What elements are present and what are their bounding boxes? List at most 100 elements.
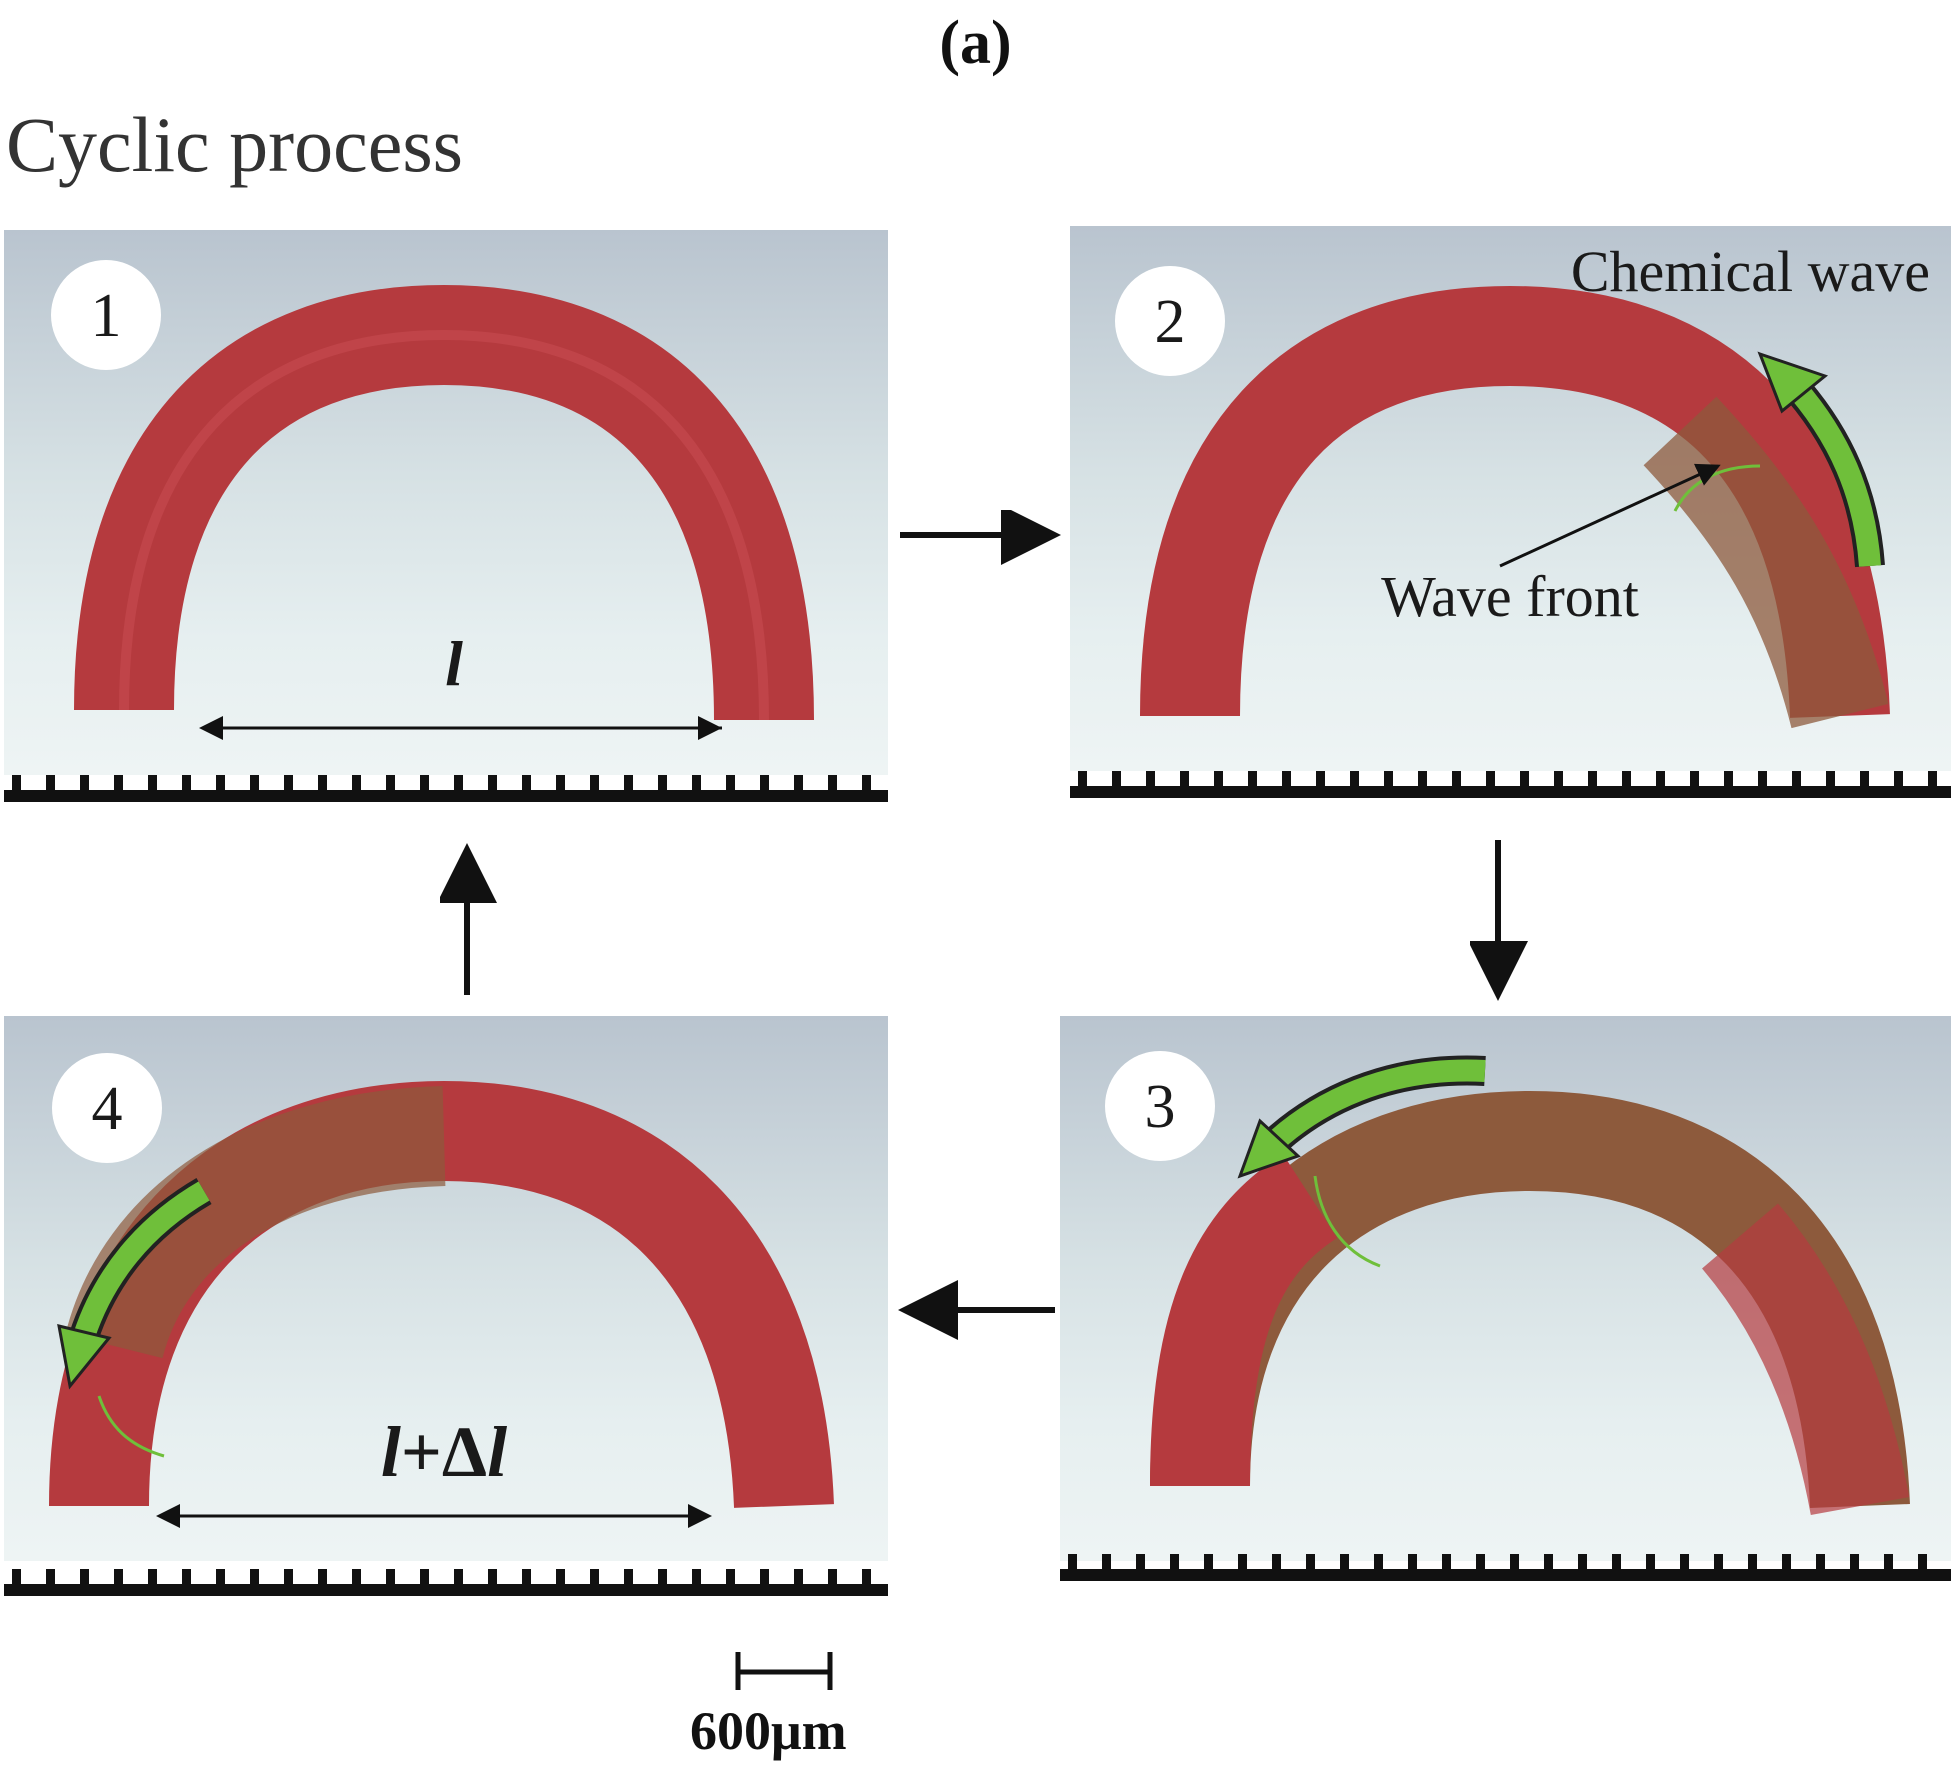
panel-2: 2 Chemical wave Wave front — [1070, 226, 1951, 818]
ruler-tick — [1306, 1554, 1315, 1569]
ruler — [1060, 1554, 1951, 1581]
ruler — [4, 775, 888, 802]
ruler-tick — [46, 1569, 55, 1584]
ruler-tick — [488, 775, 497, 790]
ruler-tick — [1282, 771, 1291, 786]
ruler-tick — [1418, 771, 1427, 786]
wave-front-line — [1313, 1175, 1381, 1268]
ruler-tick — [1656, 771, 1665, 786]
ruler-tick — [726, 1569, 735, 1584]
ruler-tick — [1894, 771, 1903, 786]
ruler-tick — [216, 1569, 225, 1584]
badge-3 — [1105, 1051, 1215, 1161]
ruler-tick — [624, 775, 633, 790]
ruler-tick — [1170, 1554, 1179, 1569]
ruler-tick — [250, 775, 259, 790]
badge-4-number: 4 — [92, 1075, 123, 1143]
ruler-tick — [1374, 1554, 1383, 1569]
ruler-tick — [1826, 771, 1835, 786]
ruler-tick — [1384, 771, 1393, 786]
ruler-tick — [1520, 771, 1529, 786]
ruler-tick — [12, 1569, 21, 1584]
ruler-tick — [1146, 771, 1155, 786]
ruler-tick — [1690, 771, 1699, 786]
ruler-tick — [862, 1569, 871, 1584]
wave-front-line — [97, 1395, 165, 1458]
ruler-tick — [1612, 1554, 1621, 1569]
ruler-tick — [182, 775, 191, 790]
ruler-tick — [862, 775, 871, 790]
ruler-tick — [692, 1569, 701, 1584]
ruler-tick — [794, 1569, 803, 1584]
ruler-tick — [1442, 1554, 1451, 1569]
ruler-tick — [454, 1569, 463, 1584]
ruler-tick — [1486, 771, 1495, 786]
ruler-tick — [522, 1569, 531, 1584]
ruler-tick — [1340, 1554, 1349, 1569]
ruler-tick — [1928, 771, 1937, 786]
ruler-tick — [1646, 1554, 1655, 1569]
gel-arch — [1150, 1153, 1338, 1487]
ruler-tick — [114, 1569, 123, 1584]
ruler-tick — [182, 1569, 191, 1584]
wave-front-pointer — [1499, 463, 1721, 568]
ruler-tick — [556, 775, 565, 790]
ruler-tick — [386, 775, 395, 790]
ruler-tick — [1680, 1554, 1689, 1569]
length-change-label: l+Δl — [381, 1412, 507, 1492]
ruler-tick — [1350, 771, 1359, 786]
ruler-tick — [1554, 771, 1563, 786]
scale-bar — [735, 1652, 833, 1690]
ruler — [1070, 771, 1951, 798]
badge-1 — [51, 260, 161, 370]
chemical-wave-label: Chemical wave — [1571, 239, 1930, 304]
ruler-tick — [1748, 1554, 1757, 1569]
ruler-tick — [1316, 771, 1325, 786]
ruler-tick — [1452, 771, 1461, 786]
ruler-tick — [46, 775, 55, 790]
ruler-tick — [1724, 771, 1733, 786]
ruler-tick — [624, 1569, 633, 1584]
ruler-tick — [658, 775, 667, 790]
ruler-tick — [1214, 771, 1223, 786]
flow-arrow-3-to-4 — [898, 1280, 1055, 1340]
ruler-tick — [1272, 1554, 1281, 1569]
wave-front-label: Wave front — [1381, 564, 1639, 629]
ruler-tick — [590, 1569, 599, 1584]
ruler-tick — [1714, 1554, 1723, 1569]
ruler-tick — [794, 775, 803, 790]
ruler-tick — [1136, 1554, 1145, 1569]
ruler-tick — [1816, 1554, 1825, 1569]
ruler-tick — [114, 775, 123, 790]
ruler-tick — [1588, 771, 1597, 786]
ruler-tick — [828, 775, 837, 790]
ruler-tick — [590, 775, 599, 790]
ruler-tick — [1622, 771, 1631, 786]
ruler-tick — [556, 1569, 565, 1584]
ruler-tick — [1102, 1554, 1111, 1569]
ruler-tick — [420, 1569, 429, 1584]
ruler — [4, 1569, 888, 1596]
ruler-tick — [760, 775, 769, 790]
badge-2 — [1115, 266, 1225, 376]
badge-1-number: 1 — [91, 282, 122, 350]
ruler-tick — [1180, 771, 1189, 786]
ruler-tick — [284, 1569, 293, 1584]
ruler-tick — [726, 775, 735, 790]
ruler-tick — [318, 1569, 327, 1584]
figure-label: (a) — [939, 9, 1012, 77]
ruler-tick — [1078, 771, 1087, 786]
badge-4 — [52, 1053, 162, 1163]
flow-arrow-2-to-3 — [1470, 840, 1528, 1001]
ruler-tick — [658, 1569, 667, 1584]
ruler-tick — [1578, 1554, 1587, 1569]
figure-title: Cyclic process — [6, 101, 464, 188]
panel-1: 1 l — [4, 230, 888, 822]
ruler-tick — [352, 775, 361, 790]
ruler-tick — [1782, 1554, 1791, 1569]
scale-bar-label: 600μm — [690, 1701, 847, 1761]
ruler-tick — [250, 1569, 259, 1584]
gel-arch — [74, 284, 814, 721]
ruler-tick — [216, 775, 225, 790]
flow-arrow-1-to-2 — [900, 510, 1061, 565]
